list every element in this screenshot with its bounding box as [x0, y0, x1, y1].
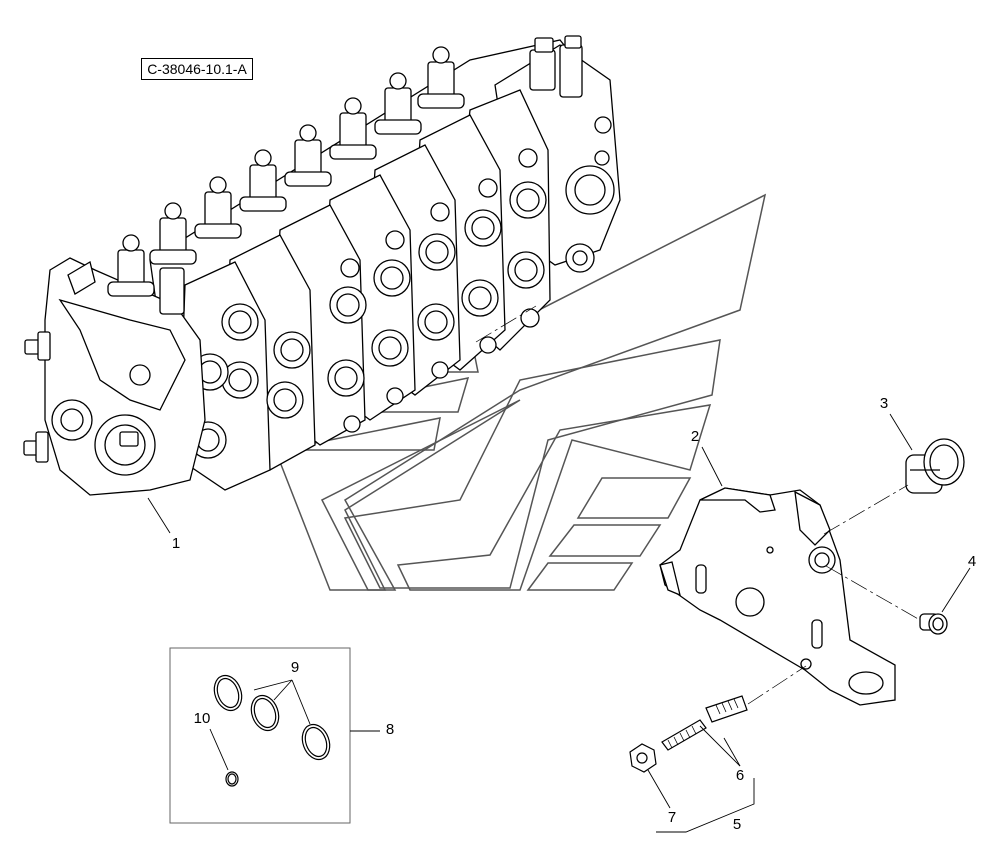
spool-clevis-row [107, 46, 465, 297]
callout-9: 9 [290, 659, 300, 676]
leader-lines [147, 413, 971, 833]
callout-5: 5 [732, 816, 742, 833]
callout-4: 4 [967, 553, 977, 570]
callout-3: 3 [879, 395, 889, 412]
callout-6: 6 [735, 767, 745, 784]
reference-code-label: C-38046-10.1-A [141, 58, 253, 80]
assembly-centerlines [475, 305, 921, 705]
plug-3 [905, 438, 965, 494]
callout-7: 7 [667, 809, 677, 826]
callout-8: 8 [385, 721, 395, 738]
seal-kit [169, 647, 351, 824]
stud-and-nut [629, 695, 748, 773]
callout-1: 1 [171, 535, 181, 552]
plug-4 [919, 613, 948, 635]
watermark-logo [279, 193, 767, 591]
control-valve-block [23, 35, 621, 496]
adapter-block [659, 487, 896, 706]
callout-2: 2 [690, 428, 700, 445]
callout-10: 10 [193, 710, 211, 727]
